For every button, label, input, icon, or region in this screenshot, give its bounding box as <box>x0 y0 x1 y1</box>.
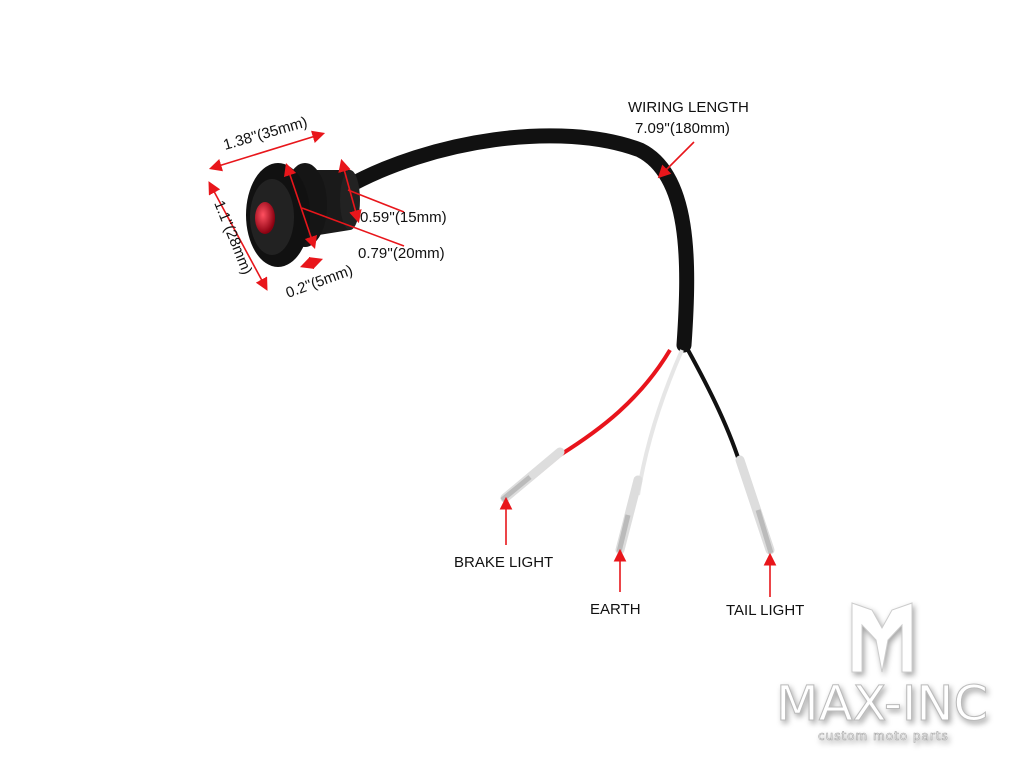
mount-diameter-arrow <box>284 162 317 250</box>
logo-brand: MAX-INC <box>776 676 988 732</box>
red-lens <box>255 202 275 234</box>
wiring-length-value: 7.09''(180mm) <box>635 120 730 137</box>
face-width-label: 1.38''(35mm) <box>221 114 309 154</box>
wiring-length-title: WIRING LENGTH <box>628 99 749 116</box>
earth-connector <box>615 475 643 555</box>
brake-connector <box>500 447 565 503</box>
bezel-depth-label: 0.2''(5mm) <box>284 262 356 302</box>
logo-tagline: custom moto parts <box>818 729 949 743</box>
earth-label: EARTH <box>590 601 641 618</box>
tail-connector <box>735 455 775 555</box>
wiring-length-arrow <box>657 141 695 179</box>
tail-light-label: TAIL LIGHT <box>726 602 804 619</box>
brake-light-label: BRAKE LIGHT <box>454 554 553 571</box>
black-wire <box>686 349 744 471</box>
logo-m-mark <box>851 602 913 673</box>
bezel-depth-arrow <box>299 256 324 270</box>
face-height-arrow <box>208 181 268 291</box>
max-inc-logo: MAX-INC custom moto parts <box>776 602 989 743</box>
face-width-arrow <box>208 130 326 172</box>
mount-diameter-label: 0.79''(20mm) <box>358 245 445 262</box>
main-cable <box>337 128 695 353</box>
white-wire <box>636 349 684 496</box>
rear-diameter-label: 0.59''(15mm) <box>360 209 447 226</box>
red-wire <box>528 348 672 482</box>
